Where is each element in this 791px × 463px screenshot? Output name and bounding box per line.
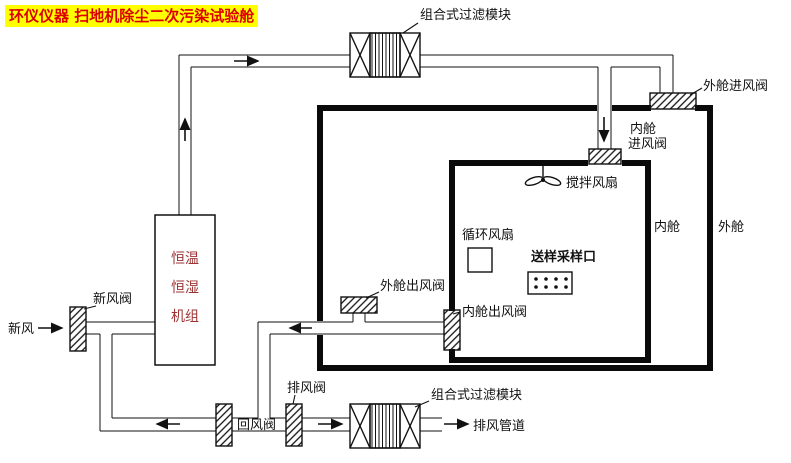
filter-module-bottom-icon [349,403,421,449]
ahu-label-line1: 恒温 [171,251,199,267]
label-return-valve: 回风阀 [237,418,276,433]
ahu-label-line3: 机组 [171,309,199,325]
filter-module-top-icon [349,32,421,78]
flow-arrows [38,55,610,430]
label-outer-inlet-valve: 外舱进风阀 [703,79,768,94]
outer-chamber-walls [317,105,713,371]
ahu-label-line2: 恒湿 [171,280,199,296]
label-inner-inlet-valve-line2: 进风阀 [628,137,667,152]
inner-inlet-valve-icon [588,148,622,165]
return-valve-icon [215,403,233,447]
exhaust-valve-icon [285,403,303,447]
label-filter-module-bottom: 组合式过滤模块 [431,388,522,403]
sample-port-icon [527,271,573,295]
label-outer-chamber: 外舱 [718,220,744,235]
label-fresh-air-valve: 新风阀 [93,291,132,307]
ahu-unit-box [154,214,216,366]
stir-fan-icon [524,166,562,187]
inner-outlet-valve-icon [443,309,461,351]
label-exhaust-valve: 排风阀 [287,381,326,396]
fresh-air-valve-icon [69,306,87,352]
outer-inlet-valve-icon [649,92,697,110]
label-circulation-fan: 循环风扇 [462,227,514,243]
label-exhaust-duct: 排风管道 [473,419,525,434]
page-title: 环仪仪器 扫地机除尘二次污染试验舱 [5,5,259,27]
label-fresh-air: 新风 [8,321,34,337]
label-inner-chamber: 内舱 [654,219,680,235]
label-sample-port: 送样采样口 [530,249,596,265]
outer-outlet-valve-icon [340,296,378,314]
label-inner-outlet-valve: 内舱出风阀 [462,304,527,320]
inner-chamber-walls [449,160,651,363]
duct-lines [86,54,674,432]
circulation-fan-icon [467,247,493,273]
label-outer-outlet-valve: 外舱出风阀 [380,279,445,294]
leader-lines [83,22,703,408]
label-filter-module-top: 组合式过滤模块 [420,8,511,23]
label-stir-fan: 搅拌风扇 [566,175,618,191]
label-inner-inlet-valve-line1: 内舱 [630,121,656,137]
